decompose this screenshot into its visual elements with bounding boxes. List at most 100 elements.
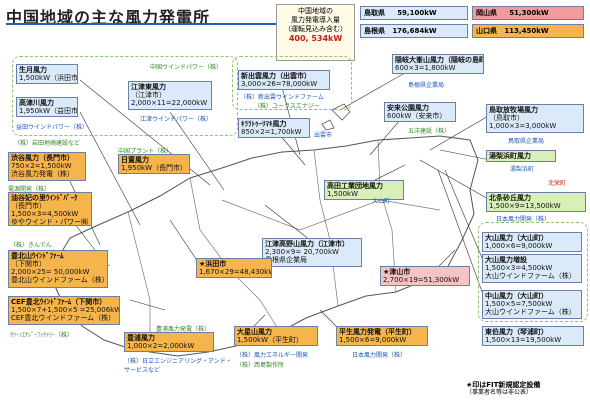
- plant-yuya: 油谷妃の里ｳｲﾝﾄﾞﾊﾟｰｸ （長門市） 1,500×3=4,500kW ゆやウ…: [8, 192, 92, 226]
- plant-hokuei-sand-spec: 1,500×9=13,500kW: [489, 202, 561, 210]
- plant-toyoura-parent: 豊浦風力発電（株）: [156, 326, 211, 333]
- plant-hamada-spec: 1,670×29=48,430kW: [199, 268, 272, 276]
- plant-egotsu-name: 江津東風力: [131, 83, 166, 91]
- plant-shindaimon-spec: 3,000×26=78,000kW: [241, 80, 318, 88]
- plant-toyokita-operator: 豊北山ウインドファーム（株）: [11, 276, 108, 284]
- plant-cef-spec: 1,500×7+1,500×5 =25,006kW: [11, 306, 120, 314]
- plant-shibuya-spec: 750×2=1,500kW: [11, 162, 72, 170]
- plant-takatsu-name: 高津川風力: [19, 99, 54, 107]
- stat-tottori-name: 鳥取県: [364, 9, 385, 17]
- plant-daisen-name: 大山風力（大山町）: [485, 234, 548, 242]
- plant-egotsu-spec: 2,000×11=22,000kW: [131, 99, 208, 107]
- plant-kirara-city: 出雲市: [314, 132, 333, 139]
- stat-tottori: 鳥取県 59,100kW: [360, 6, 468, 20]
- note-nihon-wind: 日本風力開発（株）: [496, 216, 551, 223]
- plant-toyoura-spec: 1,000×2=2,000kW: [127, 342, 195, 350]
- plant-oki-spec: 600×3=1,800kW: [395, 64, 456, 72]
- legend: ★印はFIT新規認定設備 （事業者名等は非公表）: [466, 381, 540, 397]
- plant-gotsu-takano-spec: 2,300×9= 20,700kW: [265, 248, 339, 256]
- plant-yuya-name: 油谷妃の里ｳｲﾝﾄﾞﾊﾟｰｸ: [11, 194, 78, 202]
- plant-tottori-kaigan-name: 鳥取放牧場風力: [489, 106, 538, 114]
- plant-takata-spec: 1,500kW: [327, 190, 359, 198]
- plant-heisei-spec: 1,500×6=9,000kW: [339, 336, 407, 344]
- plant-daisen: 大山風力（大山町） 1,000×6=9,000kW: [482, 232, 582, 252]
- total-capacity-box: 中国地域の 風力発電導入量 （運転見込み含む） 400, 534kW: [276, 4, 355, 61]
- total-line2: 風力発電導入量: [291, 16, 340, 24]
- plant-nakayama-spec: 1,500×5=7,500kW: [485, 300, 553, 308]
- stat-okayama-name: 岡山県: [476, 9, 497, 17]
- plant-takata-city: 大山町: [372, 198, 391, 205]
- plant-shindaimon-name: 新出雲風力（出雲市）: [241, 72, 311, 80]
- plant-kirara-spec: 850×2=1,700kW: [241, 128, 302, 136]
- plant-hikari-spec: 1,950kW（長門市）: [121, 164, 188, 172]
- plant-ohshima-operator: （株）風力エネルギー開発: [236, 352, 309, 359]
- plant-oki: 隠岐大峯山風力（隠岐の島町） 600×3=1,800kW: [392, 54, 484, 74]
- stat-okayama-value: 51,300kW: [509, 9, 549, 17]
- total-value: 400, 534kW: [288, 34, 343, 43]
- plant-gotsu-takano-operator: 島根県企業局: [265, 256, 307, 264]
- note-dengen: 電源開発（株）: [8, 186, 51, 193]
- note-iwata: （株）岩田地崎建設など: [14, 140, 81, 147]
- plant-tohaku-name: 東伯風力（琴浦町）: [485, 328, 548, 336]
- legend-line2: （事業者名等は非公表）: [466, 389, 533, 396]
- legend-line1: ★印はFIT新規認定設備: [466, 381, 541, 389]
- plant-daisen2: 大山風力増設 1,500×3=4,500kW 大山ウインドファーム（株）: [482, 254, 582, 283]
- title-underline: [6, 23, 276, 25]
- plant-toyokita-city: （下関市）: [11, 260, 46, 268]
- plant-heisei-name: 平生風力発電（平生町）: [339, 328, 416, 336]
- plant-takata: 高田工業団地風力 1,500kW: [324, 180, 404, 200]
- stat-shimane-value: 176,684kW: [392, 27, 437, 35]
- note-chugoku-plant: 中国プラント（株）: [118, 148, 173, 155]
- plant-nakayama: 中山風力（大山町） 1,500×5=7,500kW 大山ウインドファーム（株）: [482, 290, 582, 319]
- plant-tottori-kaigan: 鳥取放牧場風力 （鳥取市） 1,000×3=3,000kW: [486, 104, 584, 133]
- group-nihon-wind: [478, 222, 588, 322]
- plant-heisei: 平生風力発電（平生町） 1,500×6=9,000kW: [336, 326, 428, 346]
- stat-shimane: 島根県 176,684kW: [360, 24, 468, 38]
- plant-cef-name: CEF豊北ｳｲﾝﾄﾞﾌｧｰﾑ（下関市）: [11, 298, 107, 306]
- plant-takatsu-spec: 1,950kW（益田市）: [19, 107, 78, 115]
- plant-takatsu-operator: 益田ウインドパワー（株）: [16, 124, 89, 131]
- stat-shimane-name: 島根県: [364, 27, 385, 35]
- plant-daisen2-spec: 1,500×3=4,500kW: [485, 264, 553, 272]
- plant-daisen-spec: 1,000×6=9,000kW: [485, 242, 553, 250]
- total-line1: 中国地域の: [298, 7, 333, 15]
- plant-yasugi-spec: 600kW（安来市）: [387, 112, 447, 120]
- plant-yurihama: 湯梨浜町風力: [486, 150, 556, 162]
- stat-yamaguchi: 山口県 113,450kW: [472, 24, 584, 38]
- plant-egotsu-city: （江津市）: [131, 91, 166, 99]
- page-title: 中国地域の主な風力発電所: [6, 8, 211, 27]
- plant-gotsu-takano-name: 江津高野山風力（江津市）: [265, 240, 349, 248]
- plant-ohshima-spec: 1,500kW（平生町）: [237, 336, 304, 344]
- plant-kirara-name: ｷﾗﾗﾄｩｰﾘﾏｷ風力: [241, 120, 287, 128]
- plant-toyoura: 豊浦風力 1,000×2=2,000kW: [124, 332, 214, 352]
- plant-gotsu-takano: 江津高野山風力（江津市） 2,300×9= 20,700kW 島根県企業局: [262, 238, 362, 267]
- plant-toyokita-name: 豊北山ｳｲﾝﾄﾞﾌｧｰﾑ: [11, 252, 64, 260]
- total-line3: （運転見込み含む）: [284, 25, 347, 33]
- plant-daisen2-name: 大山風力増設: [485, 256, 527, 264]
- plant-hokuei-operator: 北栄町: [548, 180, 567, 187]
- plant-ikuzuki: 生月風力 1,500kW（浜田市）: [16, 64, 78, 84]
- plant-tohaku-spec: 1,500×13=19,500kW: [485, 336, 562, 344]
- plant-hamada: ★浜田市 1,670×29=48,430kW: [196, 258, 272, 278]
- plant-cef-extra: ｸﾘｰﾝｴﾅｼﾞｰﾌｧｸﾄﾘｰ（株）: [10, 332, 74, 339]
- stat-okayama: 岡山県 51,300kW: [472, 6, 584, 20]
- plant-toyokita: 豊北山ｳｲﾝﾄﾞﾌｧｰﾑ （下関市） 2,000×25= 50,000kW 豊北…: [8, 250, 108, 288]
- plant-tsuyama-name: ★津山市: [383, 268, 411, 276]
- plant-yuya-city: （長門市）: [11, 202, 46, 210]
- plant-nakayama-operator: 大山ウインドファーム（株）: [485, 308, 576, 316]
- plant-yuya-spec: 1,500×3=4,500kW: [11, 210, 79, 218]
- plant-oki-name: 隠岐大峯山風力（隠岐の島町）: [395, 56, 484, 64]
- plant-shibuya: 渋谷風力（長門市） 750×2=1,500kW 渋谷風力発電（株）: [8, 152, 86, 181]
- plant-ohshima: 大星山風力 1,500kW（平生町）: [234, 326, 318, 346]
- plant-tohaku: 東伯風力（琴浦町） 1,500×13=19,500kW: [482, 326, 584, 346]
- plant-tsuyama-spec: 2,700×19=51,300kW: [383, 276, 460, 284]
- plant-yurihama-operator: 湯梨浜町: [510, 166, 535, 173]
- plant-takata-name: 高田工業団地風力: [327, 182, 383, 190]
- plant-oki-operator: 島根県企業局: [408, 82, 445, 89]
- plant-tsuyama: ★津山市 2,700×19=51,300kW: [380, 266, 470, 286]
- plant-daisen2-operator: 大山ウインドファーム（株）: [485, 272, 576, 280]
- plant-cef-operator: CEF豊北ウインドファーム（株）: [11, 314, 116, 322]
- plant-ikuzuki-name: 生月風力: [19, 66, 47, 74]
- plant-yasugi-operator: 五洋建設（株）: [408, 128, 451, 135]
- plant-hamada-name: ★浜田市: [199, 260, 227, 268]
